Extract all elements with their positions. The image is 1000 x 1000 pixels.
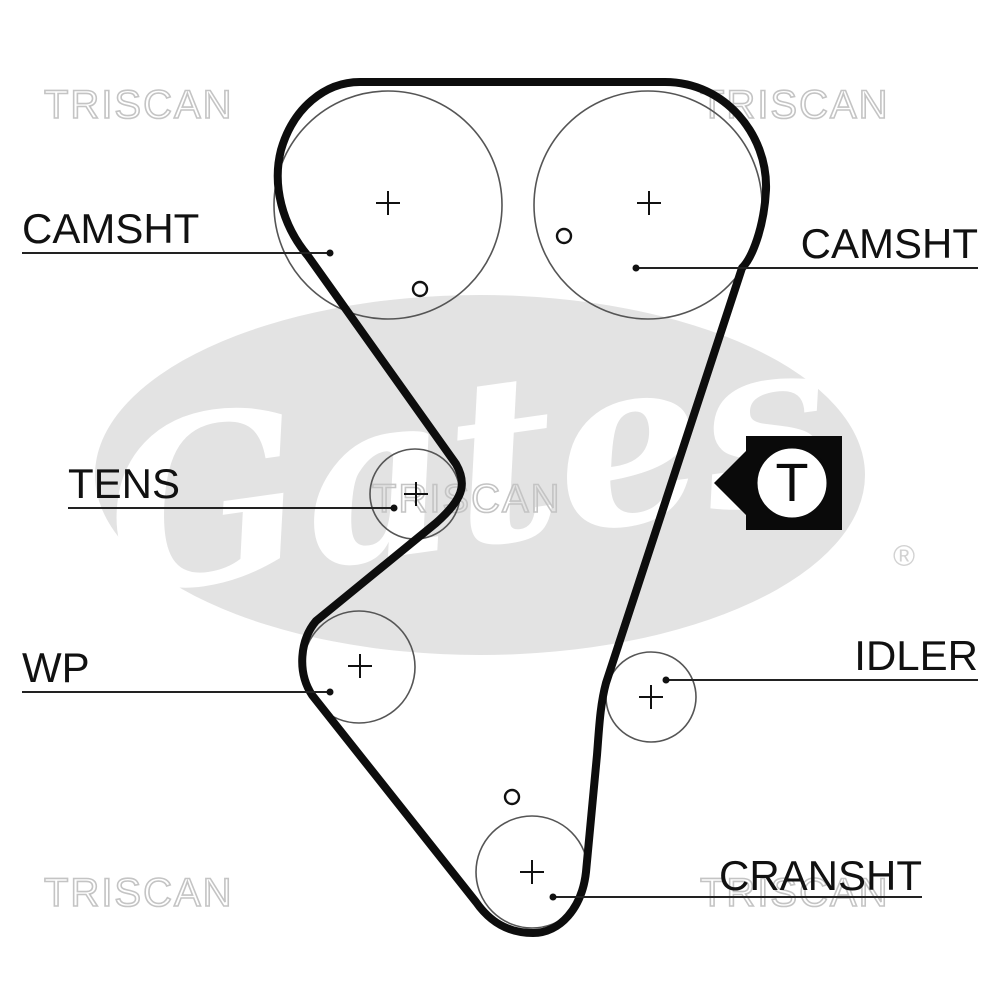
- leader-dot: [390, 504, 398, 512]
- triscan-watermark-bottom-right: TRISCAN: [700, 871, 890, 915]
- pulley-center-marks: [348, 191, 663, 884]
- plus-crosshair-icon: [348, 654, 372, 678]
- timing-mark-icon: [411, 280, 429, 298]
- tension-marker-letter: T: [776, 453, 809, 513]
- tension-marker-circle: [754, 445, 830, 521]
- leader-dot: [326, 249, 334, 257]
- timing-belt: [273, 78, 771, 937]
- label-crankshaft: CRANSHT: [719, 852, 922, 899]
- gates-logo-watermark: Gates ®: [89, 281, 915, 655]
- plus-crosshair-icon: [404, 482, 428, 506]
- timing-marks: [411, 227, 573, 806]
- label-idler: IDLER: [854, 632, 978, 679]
- leader-lines: [22, 249, 978, 901]
- leader-dot: [632, 264, 640, 272]
- leader-dot: [549, 893, 557, 901]
- timing-mark-icon: [503, 788, 521, 806]
- leader-dot: [326, 688, 334, 696]
- plus-crosshair-icon: [376, 191, 400, 215]
- label-camshaft-left: CAMSHT: [22, 205, 199, 252]
- triscan-watermark-center: TRISCAN: [372, 477, 562, 521]
- timing-mark-icon: [555, 227, 573, 245]
- label-water-pump: WP: [22, 644, 90, 691]
- triscan-watermark-bottom-left: TRISCAN: [44, 871, 234, 915]
- gates-logo-ellipse: [95, 295, 865, 655]
- component-labels: CAMSHT CAMSHT TENS WP IDLER CRANSHT: [22, 205, 978, 899]
- registered-mark-icon: ®: [893, 540, 915, 573]
- triscan-watermark-top-left: TRISCAN: [44, 83, 234, 127]
- camshaft-left-pulley: [273, 90, 503, 320]
- label-camshaft-right: CAMSHT: [801, 220, 978, 267]
- plus-crosshair-icon: [639, 685, 663, 709]
- plus-crosshair-icon: [637, 191, 661, 215]
- tension-marker-icon: T: [714, 436, 842, 530]
- leader-dot: [662, 676, 670, 684]
- plus-crosshair-icon: [520, 860, 544, 884]
- label-tensioner: TENS: [68, 460, 180, 507]
